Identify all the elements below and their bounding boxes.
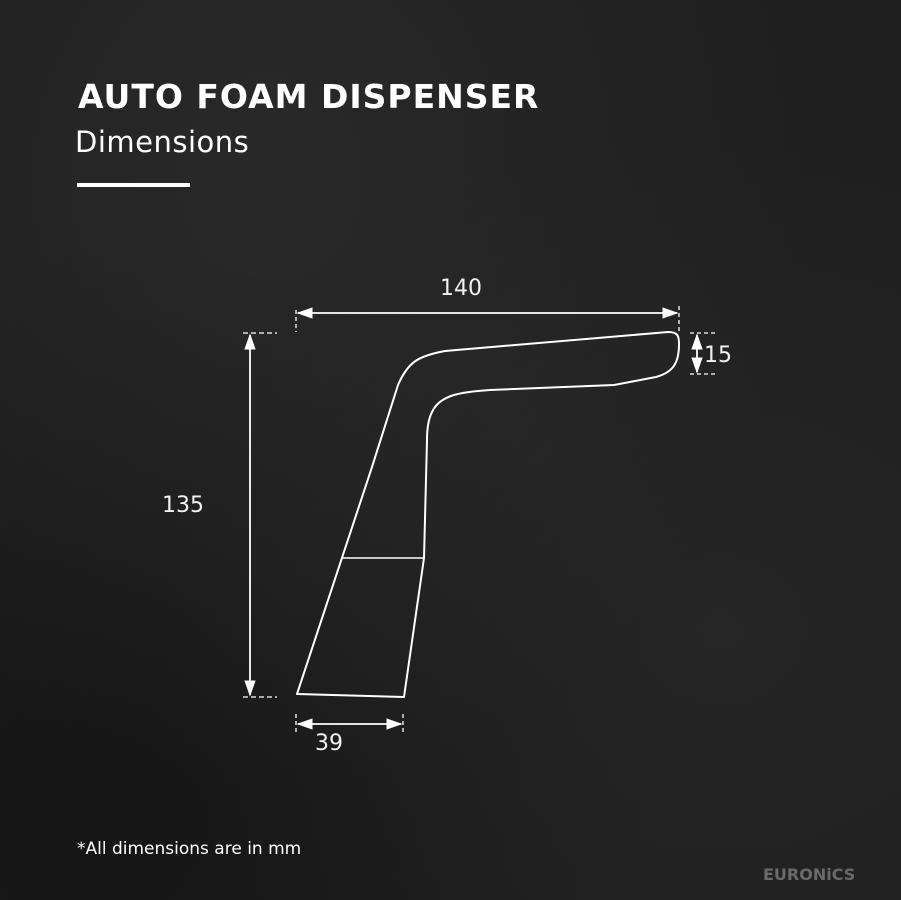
dimension-line-base (295, 714, 404, 733)
base-width-label: 39 (315, 731, 343, 756)
page-subtitle: Dimensions (75, 125, 250, 159)
units-footnote: *All dimensions are in mm (77, 839, 302, 859)
dimension-line-spout (690, 332, 716, 375)
brand-logo: EURONiCS (763, 865, 856, 884)
dispenser-outline (296, 331, 680, 698)
width-label: 140 (440, 276, 482, 301)
page-title: AUTO FOAM DISPENSER (78, 77, 540, 116)
dimension-line-width (295, 306, 680, 332)
spout-thickness-label: 15 (704, 343, 732, 368)
height-label: 135 (162, 493, 204, 518)
dimension-line-height (243, 332, 277, 698)
title-underline (77, 183, 190, 187)
